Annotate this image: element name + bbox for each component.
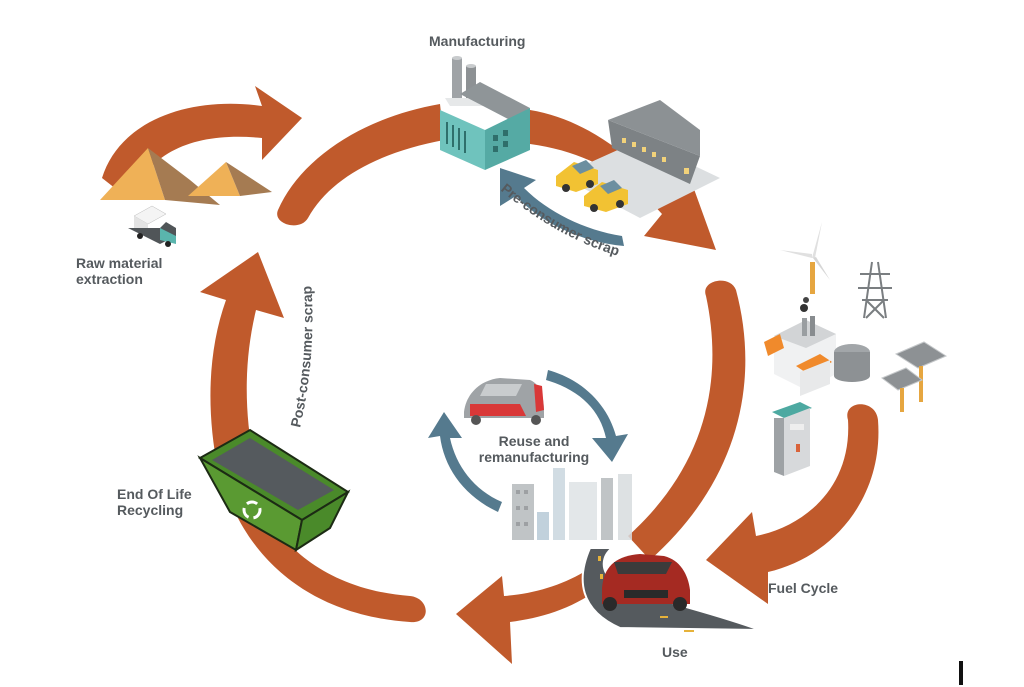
sand-pile-icon [100,148,272,205]
arc-raw-to-manufacturing [277,104,444,226]
power-plant-icon [764,297,870,396]
post-consumer-label: Post-consumer scrap [287,286,315,429]
fuel-cycle-arrow [706,404,879,604]
fuel-cycle-label: Fuel Cycle [768,580,839,596]
cars-icon [556,160,628,212]
main-cycle-arrows [102,86,879,664]
city-buildings-icon [512,468,632,540]
recycle-icon [242,500,262,520]
solar-panel-icon [881,341,948,412]
arc-end-of-life-lower [234,500,426,623]
arc-manufacturing-to-fuel [530,110,716,250]
recycling-skip-icon [197,428,351,553]
warehouse-icon [560,100,720,218]
fuel-pump-icon [772,402,812,476]
arc-use-to-end-of-life [456,572,600,664]
road-car-icon [581,547,761,632]
reuse-line-2: remanufacturing [478,449,590,465]
reuse-arrow-right [546,370,628,462]
post-consumer-text: Post-consumer scrap [287,286,315,429]
pre-consumer-arrow [500,168,624,246]
end-of-life-line-2: Recycling [117,502,184,518]
arc-right-to-use [628,280,746,560]
end-of-life-line-1: End Of Life [117,486,192,502]
reuse-line-1: Reuse and [498,433,570,449]
raw-material-line-2: extraction [76,271,143,287]
arc-left-up-to-raw [200,252,284,470]
raw-material-line-1: Raw material [76,255,163,271]
inner-arrows [428,168,628,512]
red-car-icon [464,378,544,425]
reuse-arrow-left [428,412,502,512]
text-cursor [959,661,963,685]
power-pylon-icon [858,261,892,319]
use-label: Use [662,644,688,660]
factory-icon [440,56,530,170]
end-of-life-label: End Of Life Recycling [117,486,192,518]
wind-turbine-icon [780,222,830,294]
manufacturing-label: Manufacturing [429,33,526,49]
reuse-label: Reuse and remanufacturing [466,433,602,465]
raw-material-label: Raw material extraction [76,255,162,287]
raw-material-arrow [102,86,302,200]
truck-icon [128,205,176,247]
